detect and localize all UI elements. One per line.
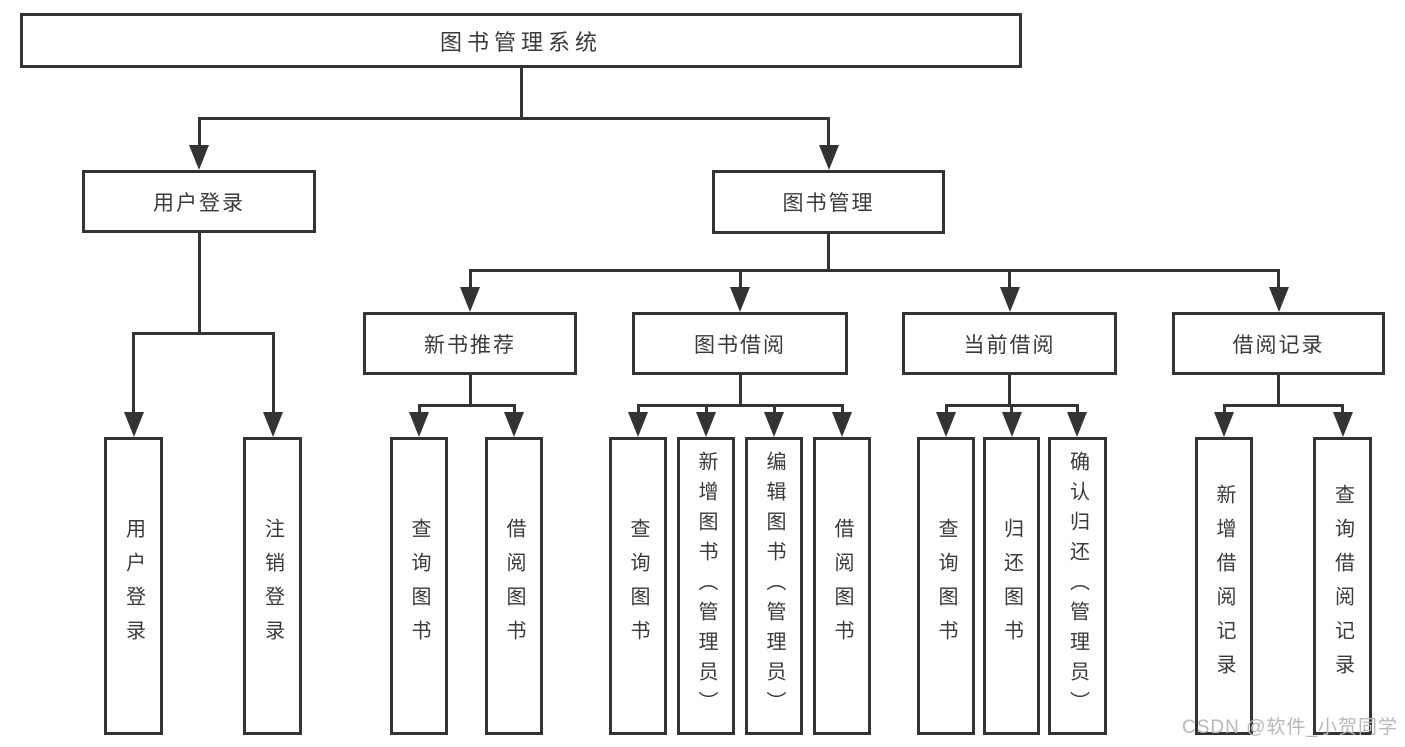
leaf-borrow-add-books-admin: 新增图书（管理员） [677, 437, 735, 735]
arrowhead-recommend-borrow [504, 412, 524, 437]
arrowhead-book-borrow [730, 287, 750, 312]
connector-drop [512, 404, 516, 416]
connector-drop-leaf-user-login [132, 332, 135, 414]
connector-drop-current-borrow [1008, 269, 1011, 291]
arrowhead-borrow-records [1268, 287, 1289, 312]
connector-book-borrow-trunk [738, 375, 742, 406]
csdn-watermark: CSDN @软件_小贺同学 [1182, 717, 1398, 738]
leaf-records-query-record: 查询借阅记录 [1313, 437, 1372, 735]
arrowhead-current-borrow [999, 287, 1020, 312]
leaf-recommend-borrow-books: 借阅图书 [485, 437, 543, 735]
leaf-label: 查询借阅记录 [1331, 484, 1354, 688]
connector-new-book-bar [417, 404, 516, 407]
connector-drop [1222, 404, 1226, 416]
arrowhead-current-return [1001, 412, 1022, 437]
connector-drop [1075, 404, 1079, 416]
node-borrow-records-label: 借阅记录 [1232, 333, 1325, 357]
leaf-label: 归还图书 [1000, 518, 1023, 654]
node-user-login-label: 用户登录 [153, 191, 245, 215]
connector-level1-bar [197, 117, 830, 120]
arrowhead-records-add [1214, 412, 1234, 437]
arrowhead-leaf-user-login [123, 412, 144, 437]
leaf-label: 借阅图书 [503, 518, 525, 654]
connector-drop [1010, 404, 1013, 416]
connector-new-book-trunk [468, 375, 472, 406]
connector-current-borrow-trunk [1008, 375, 1011, 406]
node-new-book-recommend: 新书推荐 [363, 312, 577, 375]
connector-drop [840, 404, 844, 416]
leaf-user-login: 用户登录 [104, 437, 163, 735]
node-book-management-label: 图书管理 [782, 192, 875, 215]
leaf-label: 新增图书（管理员） [695, 451, 717, 721]
node-root-label: 图书管理系统 [439, 29, 602, 55]
leaf-label: 查询图书 [408, 518, 430, 654]
node-book-borrow-label: 图书借阅 [694, 333, 786, 357]
connector-drop [944, 404, 948, 416]
connector-drop-new-book [468, 269, 472, 291]
connector-borrow-records-bar [1222, 404, 1343, 407]
arrowhead-current-query [936, 412, 956, 437]
node-user-login: 用户登录 [82, 170, 316, 233]
connector-root-trunk [519, 68, 523, 120]
leaf-label: 查询图书 [627, 518, 649, 654]
leaf-label: 借阅图书 [831, 518, 853, 654]
leaf-user-login-label: 用户登录 [122, 518, 145, 654]
leaf-recommend-query-books: 查询图书 [390, 437, 448, 735]
connector-level3-bar [468, 269, 1280, 272]
connector-book-borrow-bar [636, 404, 844, 407]
leaf-label: 确认归还（管理员） [1066, 451, 1089, 721]
arrowhead-borrow-query [628, 412, 648, 437]
arrowhead-new-book [460, 287, 480, 312]
node-book-borrow: 图书借阅 [632, 312, 848, 375]
leaf-label: 新增借阅记录 [1213, 484, 1235, 688]
leaf-borrow-edit-books-admin: 编辑图书（管理员） [745, 437, 803, 735]
arrowhead-borrow-borrow [832, 412, 852, 437]
connector-drop [636, 404, 640, 416]
connector-drop [1341, 404, 1344, 416]
connector-drop-borrow-records [1277, 269, 1280, 291]
node-root: 图书管理系统 [20, 13, 1022, 68]
node-current-borrow-label: 当前借阅 [963, 333, 1056, 357]
arrowhead-borrow-add [696, 412, 716, 437]
leaf-current-confirm-return-admin: 确认归还（管理员） [1048, 437, 1107, 735]
arrowhead-book-mgmt [818, 145, 839, 170]
connector-user-login-trunk [197, 233, 201, 335]
connector-drop-book-mgmt [827, 117, 830, 147]
leaf-borrow-borrow-books: 借阅图书 [813, 437, 871, 735]
connector-drop [772, 404, 776, 416]
connector-drop-book-borrow [738, 269, 742, 291]
node-current-borrow: 当前借阅 [902, 312, 1117, 375]
connector-borrow-records-trunk [1277, 375, 1280, 406]
node-book-management: 图书管理 [712, 170, 945, 234]
leaf-label: 查询图书 [935, 518, 957, 654]
arrowhead-borrow-edit [764, 412, 784, 437]
arrowhead-recommend-query [409, 412, 429, 437]
leaf-logout-label: 注销登录 [261, 518, 284, 654]
arrowhead-leaf-logout [263, 412, 283, 437]
connector-drop [704, 404, 708, 416]
connector-drop-leaf-logout [271, 332, 275, 414]
connector-drop [417, 404, 421, 416]
leaf-current-query-books: 查询图书 [917, 437, 975, 735]
arrowhead-current-confirm [1067, 412, 1087, 437]
arrowhead-records-query [1332, 412, 1353, 437]
connector-user-login-bar [132, 332, 275, 335]
node-borrow-records: 借阅记录 [1172, 312, 1385, 375]
leaf-logout: 注销登录 [243, 437, 302, 735]
connector-drop-user-login [197, 117, 201, 147]
leaf-label: 编辑图书（管理员） [763, 451, 785, 721]
leaf-records-add-record: 新增借阅记录 [1195, 437, 1253, 735]
leaf-current-return-books: 归还图书 [983, 437, 1040, 735]
leaf-borrow-query-books: 查询图书 [609, 437, 667, 735]
connector-book-mgmt-trunk [827, 234, 830, 272]
arrowhead-user-login [189, 145, 209, 170]
node-new-book-recommend-label: 新书推荐 [424, 333, 516, 357]
